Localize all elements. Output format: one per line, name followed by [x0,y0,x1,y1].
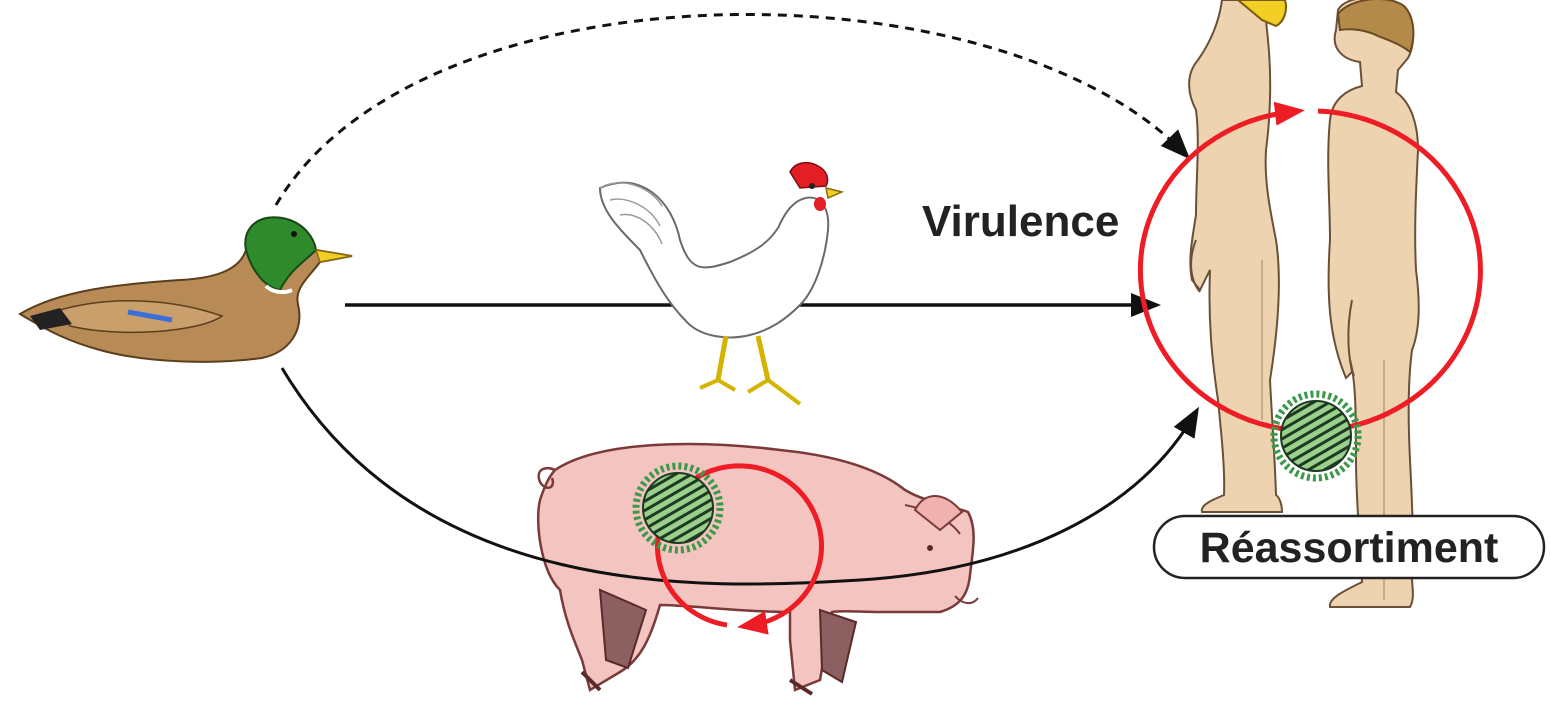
chicken-icon [600,163,842,404]
mallard-duck-icon [20,217,352,361]
influenza-virus-icon [636,466,720,550]
reassortment-label: Réassortiment [1200,524,1499,572]
influenza-virus-icon [1274,394,1358,478]
direct-transmission-arrow-dashed [276,14,1186,205]
reassortment-label-box: Réassortiment [1154,516,1544,578]
virulence-label: Virulence [922,197,1119,246]
pig-icon [538,444,978,694]
